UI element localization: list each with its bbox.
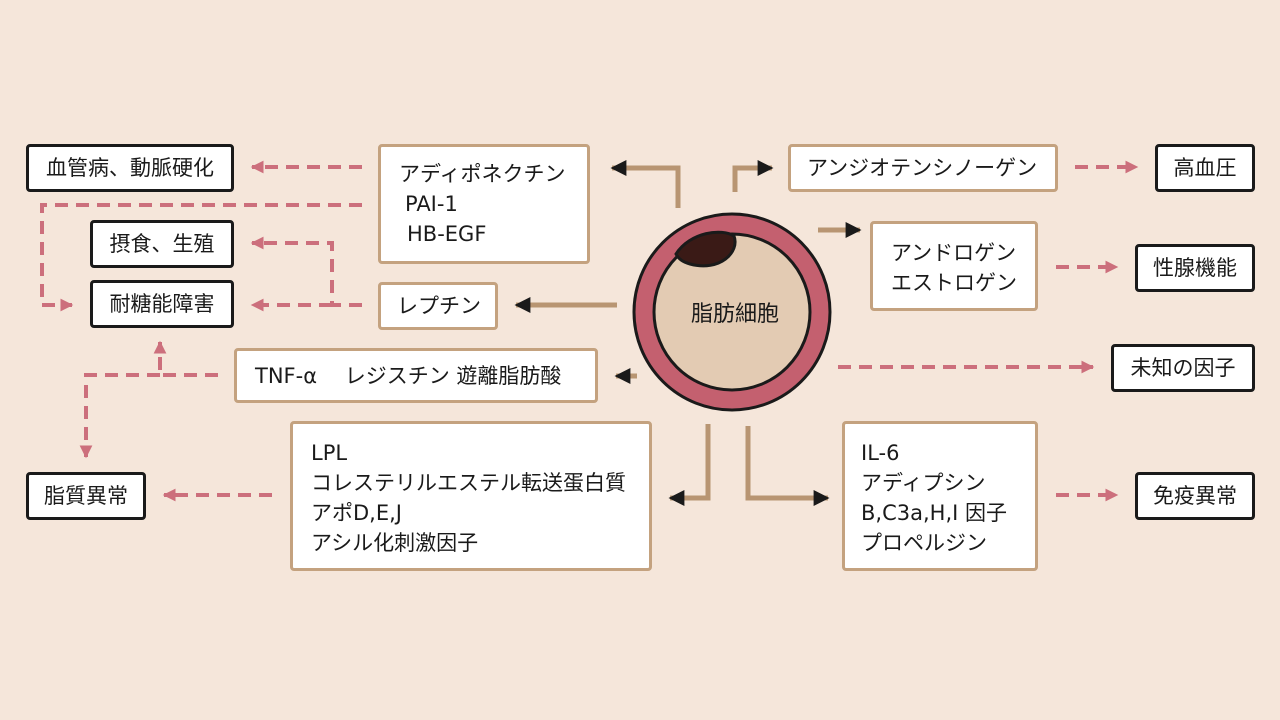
cell-nucleus <box>674 230 737 268</box>
label-lpl: LPL <box>311 441 348 465</box>
box-androgen-estrogen: アンドロゲン エストロゲン <box>870 221 1038 311</box>
label-pai1: PAI-1 <box>405 192 458 216</box>
label-unknown: 未知の因子 <box>1130 356 1236 380</box>
label-androgen: アンドロゲン <box>891 241 1017 265</box>
label-immune: 免疫異常 <box>1153 484 1237 508</box>
label-leptin: レプチン <box>397 294 481 318</box>
label-complement-factors: B,C3a,H,I 因子 <box>861 501 1007 525</box>
arrow-to-angiotensinogen <box>732 159 774 192</box>
label-estrogen: エストロゲン <box>891 271 1017 295</box>
label-adiponectin: アディポネクチン <box>399 162 566 186</box>
label-properdin: プロペルジン <box>861 531 987 555</box>
label-il6: IL-6 <box>861 441 900 465</box>
dashed-arrow-adipo-to-glucose <box>40 203 362 312</box>
box-lpl-cetp: LPL コレステリルエステル転送蛋白質 アポD,E,J アシル化刺激因子 <box>290 421 652 571</box>
dashed-arrow-tnf-to-lipid <box>79 373 160 459</box>
box-il6-adipsin: IL-6 アディプシン B,C3a,H,I 因子 プロペルジン <box>842 421 1038 571</box>
outcome-lipid: 脂質異常 <box>26 472 146 520</box>
label-angiotensinogen: アンジオテンシノーゲン <box>807 156 1038 180</box>
arrow-to-il6 <box>745 426 830 507</box>
outcome-unknown: 未知の因子 <box>1111 344 1255 392</box>
label-glucose: 耐糖能障害 <box>109 292 215 316</box>
outcome-gonad: 性腺機能 <box>1135 244 1255 292</box>
label-adipsin: アディプシン <box>861 471 986 495</box>
box-tnf-resistin-ffa: TNF-α レジスチン 遊離脂肪酸 <box>234 348 598 403</box>
label-asp: アシル化刺激因子 <box>311 531 479 555</box>
outcome-glucose: 耐糖能障害 <box>90 280 234 328</box>
outcome-immune: 免疫異常 <box>1135 472 1255 520</box>
label-gonad: 性腺機能 <box>1153 256 1237 280</box>
label-hypertension: 高血圧 <box>1173 156 1237 180</box>
label-apo: アポD,E,J <box>311 501 402 525</box>
label-appetite: 摂食、生殖 <box>109 232 215 256</box>
label-cetp: コレステリルエステル転送蛋白質 <box>311 471 626 495</box>
outcome-vascular: 血管病、動脈硬化 <box>26 144 234 192</box>
box-adiponectin-pai1-hbegf: アディポネクチン PAI-1 HB-EGF <box>378 144 590 264</box>
outcome-appetite: 摂食、生殖 <box>90 220 234 268</box>
box-leptin: レプチン <box>378 282 498 330</box>
outcome-hypertension: 高血圧 <box>1155 144 1255 192</box>
arrow-to-lpl <box>668 424 711 507</box>
arrow-to-adiponectin <box>610 159 681 208</box>
label-lipid: 脂質異常 <box>44 484 128 508</box>
adipocyte-label: 脂肪細胞 <box>690 302 779 327</box>
label-tnf-resistin-ffa: TNF-α レジスチン 遊離脂肪酸 <box>255 364 562 388</box>
label-vascular: 血管病、動脈硬化 <box>46 156 214 180</box>
dashed-arrow-tnf-to-glucose <box>153 340 218 377</box>
adipocyte-cell <box>632 212 832 412</box>
dashed-arrow-leptin-to-appetite <box>250 236 362 307</box>
box-angiotensinogen: アンジオテンシノーゲン <box>788 144 1058 192</box>
label-hbegf: HB-EGF <box>407 222 487 246</box>
